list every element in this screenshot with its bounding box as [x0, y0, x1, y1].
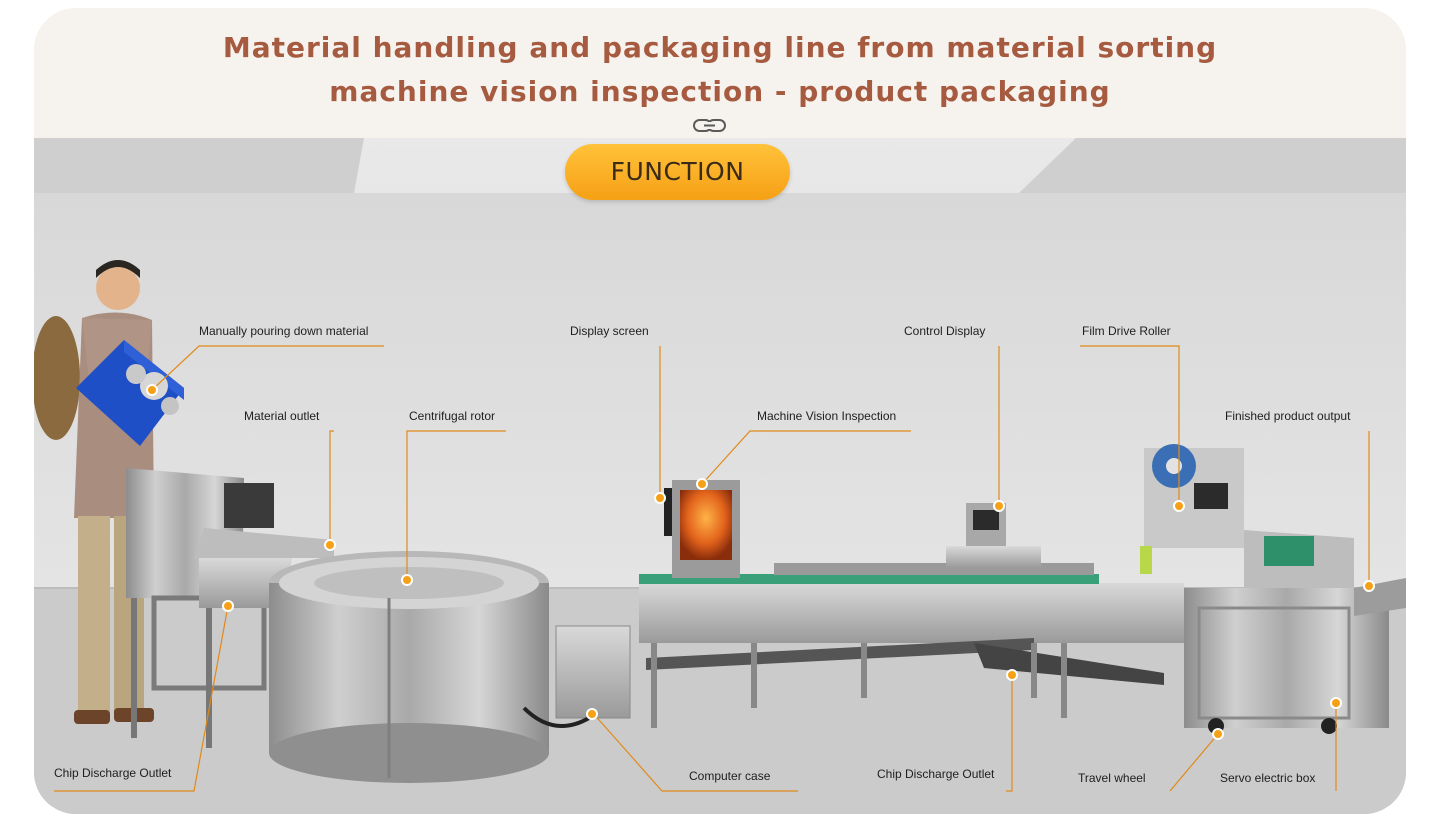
machine-illustration: [34, 138, 1406, 814]
label-centrifugal-rotor: Centrifugal rotor: [409, 409, 496, 423]
vision-inspection-cabinet: [664, 480, 740, 578]
title-line-2: machine vision inspection - product pack…: [329, 75, 1111, 108]
header: Material handling and packaging line fro…: [34, 8, 1406, 138]
label-manual-pouring: Manually pouring down material: [199, 324, 369, 338]
label-film-drive-roller: Film Drive Roller: [1082, 324, 1171, 338]
label-servo-box: Servo electric box: [1220, 771, 1316, 785]
label-chip-discharge-mid: Chip Discharge Outlet: [877, 767, 995, 781]
function-badge: FUNCTION: [565, 144, 790, 200]
page-title: Material handling and packaging line fro…: [34, 26, 1406, 114]
label-material-outlet: Material outlet: [244, 409, 320, 423]
label-display-screen: Display screen: [570, 324, 649, 338]
label-machine-vision: Machine Vision Inspection: [757, 409, 897, 423]
title-line-1: Material handling and packaging line fro…: [222, 31, 1218, 64]
callout-dots: [146, 384, 1375, 740]
operator-figure: [34, 260, 154, 724]
label-chip-discharge-left: Chip Discharge Outlet: [54, 766, 172, 780]
link-chain-icon: [693, 119, 726, 132]
label-travel-wheel: Travel wheel: [1078, 771, 1146, 785]
label-computer-case: Computer case: [689, 769, 771, 783]
label-finished-output: Finished product output: [1225, 409, 1351, 423]
diagram-card: Material handling and packaging line fro…: [34, 8, 1406, 814]
packaging-machine: [1140, 444, 1406, 734]
label-control-display: Control Display: [904, 324, 986, 338]
factory-scene: [34, 138, 1406, 814]
centrifugal-rotor: [269, 551, 549, 783]
